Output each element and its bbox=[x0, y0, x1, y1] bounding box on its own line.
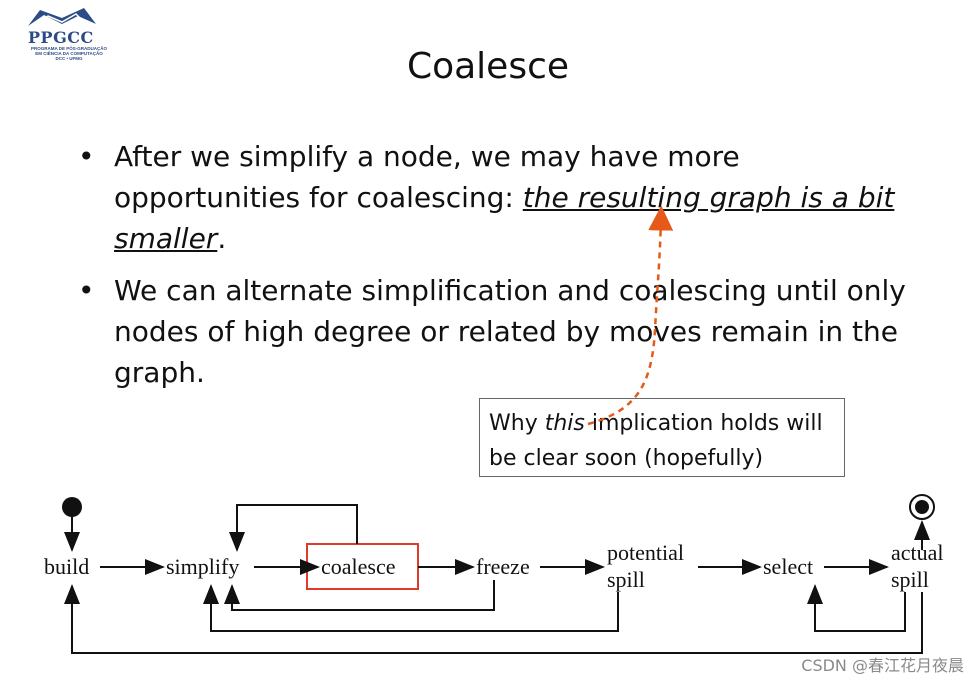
end-state-icon bbox=[909, 494, 935, 520]
bullet-1-plain: After we simplify a node, we may have mo… bbox=[114, 140, 740, 214]
ppgcc-logo: PPGCC PROGRAMA DE PÓS-GRADUAÇÃO EM CIÊNC… bbox=[18, 6, 108, 66]
node-coalesce: coalesce bbox=[321, 554, 396, 579]
bullet-1-end: . bbox=[217, 222, 227, 255]
bullet-2: • We can alternate simplification and co… bbox=[78, 270, 918, 393]
callout-italic: this bbox=[544, 411, 585, 436]
callout-box: Why this implication holds will be clear… bbox=[479, 398, 845, 477]
node-simplify: simplify bbox=[166, 554, 239, 579]
logo-line: DCC • UFMG bbox=[55, 56, 83, 61]
node-potential-spill-line1: potential bbox=[607, 540, 684, 565]
logo-subtitle: PROGRAMA DE PÓS-GRADUAÇÃO EM CIÊNCIA DA … bbox=[24, 46, 114, 61]
bullet-dot-icon: • bbox=[78, 140, 95, 173]
slide-title: Coalesce bbox=[406, 46, 570, 87]
node-select: select bbox=[763, 554, 813, 579]
node-potential-spill-line2: spill bbox=[607, 567, 645, 592]
csdn-watermark: CSDN @春江花月夜晨 bbox=[801, 656, 964, 675]
allocation-flow-diagram: build simplify coalesce freeze potential… bbox=[44, 494, 944, 654]
node-build: build bbox=[44, 554, 89, 579]
bullet-1: • After we simplify a node, we may have … bbox=[78, 136, 918, 259]
bullet-1-emphasis: the resulting graph is a bit smaller bbox=[114, 181, 895, 255]
logo-emblem-icon bbox=[28, 8, 96, 27]
start-state-icon bbox=[62, 497, 82, 517]
node-freeze: freeze bbox=[476, 554, 530, 579]
node-actual-spill-line1: actual bbox=[891, 540, 944, 565]
callout-part1: Why bbox=[489, 411, 545, 436]
bullet-2-text: We can alternate simplification and coal… bbox=[114, 274, 906, 389]
logo-name: PPGCC bbox=[28, 28, 94, 47]
bullet-1-text: After we simplify a node, we may have mo… bbox=[114, 136, 918, 259]
logo-line: PROGRAMA DE PÓS-GRADUAÇÃO bbox=[30, 46, 108, 51]
logo-line: EM CIÊNCIA DA COMPUTAÇÃO bbox=[35, 51, 103, 56]
node-actual-spill-line2: spill bbox=[891, 567, 929, 592]
bullet-dot-icon: • bbox=[78, 274, 95, 307]
